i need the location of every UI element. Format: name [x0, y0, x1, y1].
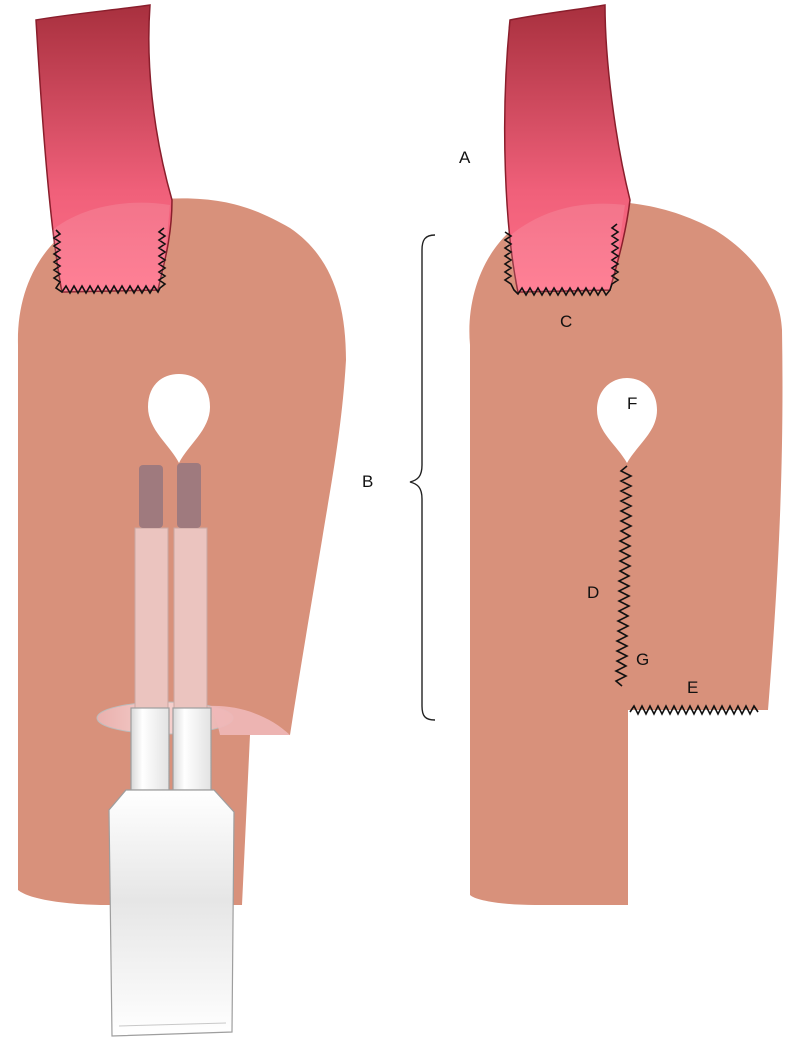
prong-shaft-right [174, 528, 207, 708]
prong-shaft-left [135, 528, 168, 708]
label-e: E [687, 678, 698, 697]
forceps-blade [109, 790, 234, 1036]
label-f: F [627, 394, 637, 413]
label-g: G [636, 650, 649, 669]
brace [410, 235, 435, 720]
label-c: C [560, 312, 572, 331]
label-a: A [459, 148, 471, 167]
right-panel [469, 5, 782, 905]
prong-tip-left [139, 465, 163, 528]
label-b: B [362, 472, 373, 491]
label-d: D [587, 583, 599, 602]
prong-tip-right [177, 463, 201, 528]
forceps-arm-right [173, 708, 211, 790]
left-panel [18, 5, 346, 1036]
forceps-arm-left [131, 708, 169, 790]
